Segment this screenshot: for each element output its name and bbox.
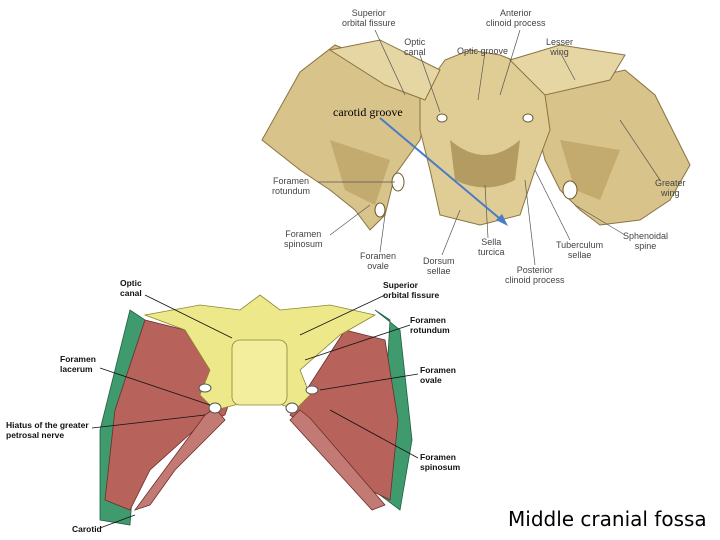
label-optic-canal-top: Optic canal: [404, 37, 426, 57]
foramen-ovale-bottom-right: [305, 385, 319, 395]
sella-pit: [450, 140, 520, 188]
foramen-rotundum-right: [562, 180, 578, 200]
right-lesser-wing: [509, 44, 626, 96]
label-optic-canal-bottom: Optic canal: [120, 278, 142, 298]
petrous-right: [289, 409, 386, 511]
left-lesser-wing: [328, 39, 441, 101]
label-anterior-clinoid-process: Anterior clinoid process: [486, 8, 546, 28]
label-posterior-clinoid-process: Posterior clinoid process: [505, 265, 565, 285]
label-superior-orbital-fissure: Superior orbital fissure: [342, 8, 396, 28]
carotid-groove-annotation: carotid groove: [333, 105, 403, 119]
foramen-lacerum-left: [208, 402, 222, 414]
foramen-ovale-left: [374, 202, 386, 218]
label-carotid: Carotid: [72, 524, 102, 534]
label-hiatus-greater-petrosal: Hiatus of the greater petrosal nerve: [6, 420, 89, 440]
shadow-left: [330, 140, 390, 205]
sella-body: [231, 339, 288, 406]
optic-canal-left: [436, 113, 448, 123]
label-foramen-spinosum-bottom: Foramen spinosum: [420, 452, 461, 472]
label-tuberculum-sellae: Tuberculum sellae: [556, 240, 604, 260]
label-foramen-rotundum-bottom: Foramen rotundum: [410, 315, 450, 335]
carotid-groove-arrow: [379, 117, 506, 224]
label-foramen-spinosum-top: Foramen spinosum: [284, 229, 323, 249]
label-foramen-ovale-top: Foramen ovale: [360, 251, 397, 271]
label-dorsum-sellae: Dorsum sellae: [423, 256, 455, 276]
label-foramen-rotundum-top: Foramen rotundum: [272, 176, 311, 196]
label-superior-orbital-fissure-bottom: Superior orbital fissure: [383, 280, 440, 300]
bottom-leader-lines: [91, 294, 419, 529]
carotid-groove-arrowhead: [496, 214, 508, 226]
slide-title: Middle cranial fossa: [508, 507, 707, 531]
label-sella-turcica: Sella turcica: [478, 237, 505, 257]
optic-canal-right: [522, 113, 534, 123]
foramen-lacerum-right: [285, 402, 299, 414]
label-greater-wing: Greater wing: [655, 178, 686, 198]
label-foramen-ovale-bottom: Foramen ovale: [420, 365, 456, 385]
sphenoid-body: [419, 49, 551, 226]
label-foramen-lacerum: Foramen lacerum: [60, 354, 96, 374]
top-leader-lines: [318, 29, 661, 266]
label-optic-groove: Optic groove: [457, 46, 509, 56]
foramen-ovale-bottom-left: [198, 383, 212, 393]
label-lesser-wing: Lesser wing: [546, 37, 574, 57]
label-sphenoidal-spine: Sphenoidal spine: [623, 231, 669, 251]
